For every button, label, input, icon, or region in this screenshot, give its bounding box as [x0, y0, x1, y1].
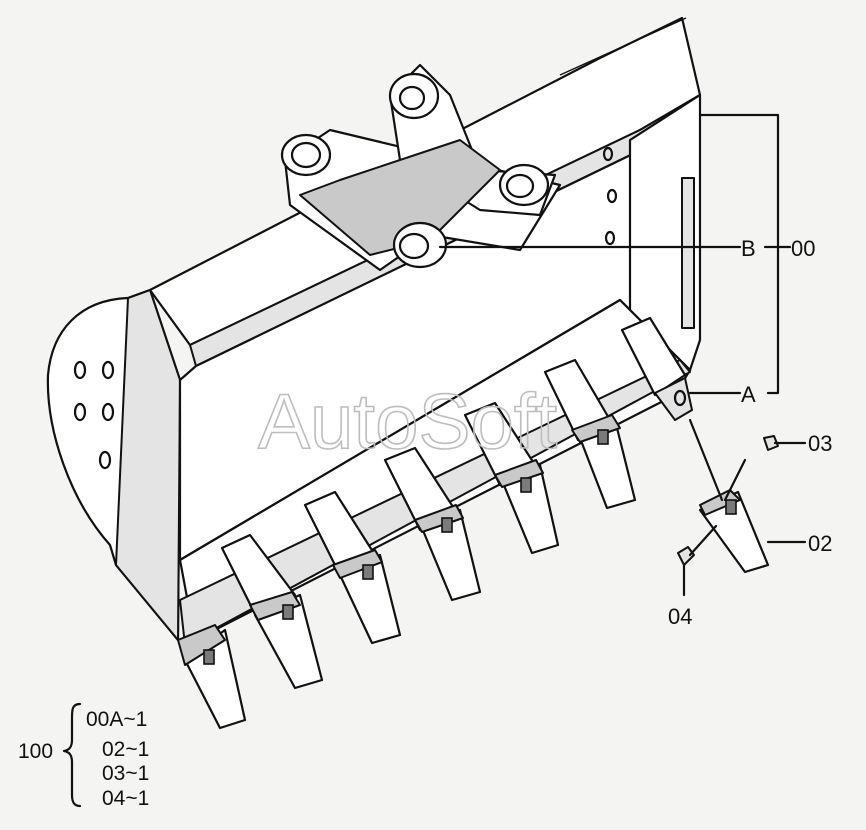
- right-plate-holes: [602, 146, 618, 246]
- side-edge-strip: [115, 289, 181, 641]
- kit-item: 04~1: [102, 787, 149, 810]
- tooth: [177, 624, 247, 730]
- callout-02: 02: [808, 531, 832, 556]
- callout-labels: B 00 A 03 02 04: [668, 236, 832, 629]
- kit-number: 100: [18, 740, 53, 763]
- right-side-strip: [681, 177, 695, 329]
- callout-04: 04: [668, 604, 692, 629]
- tooth: [220, 533, 324, 690]
- leader-lines: [438, 113, 807, 597]
- callout-03: 03: [808, 431, 832, 456]
- watermark: AutoSoft: [258, 377, 558, 465]
- tooth: [620, 316, 693, 421]
- kit-item: 00A~1: [86, 708, 147, 731]
- lock-pin-04: [677, 546, 695, 566]
- kit-brace: [62, 702, 82, 808]
- kit-legend: 100 00A~1 02~1 03~1 04~1: [18, 702, 149, 810]
- side-plate-holes: [73, 360, 115, 470]
- pin-b-boss: [392, 221, 448, 269]
- kit-item: 02~1: [102, 738, 149, 761]
- callout-b: B: [741, 236, 756, 261]
- lock-washer-03: [763, 435, 779, 451]
- bucket-teeth: [177, 316, 693, 730]
- pin-bosses: [280, 72, 550, 269]
- callout-00: 00: [791, 236, 815, 261]
- tooth: [383, 446, 482, 602]
- bracket-tube: [299, 139, 501, 256]
- tooth: [303, 490, 402, 645]
- callout-a: A: [741, 382, 756, 407]
- tooth: [463, 401, 560, 555]
- tooth: [543, 358, 637, 510]
- kit-item: 03~1: [102, 762, 149, 785]
